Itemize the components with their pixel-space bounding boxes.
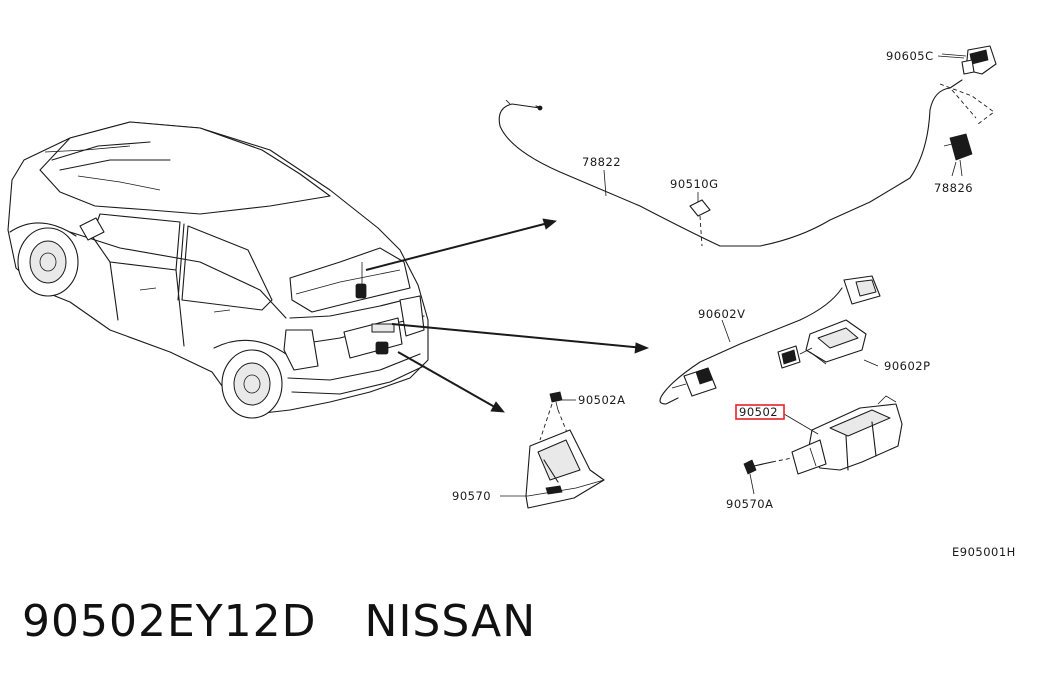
diagram-code: E905001H xyxy=(952,545,1016,559)
label-90602v[interactable]: 90602V xyxy=(698,307,745,321)
pointer-arrows xyxy=(365,218,650,413)
label-90605c[interactable]: 90605C xyxy=(886,49,934,63)
label-78822[interactable]: 78822 xyxy=(582,155,621,169)
label-90510g[interactable]: 90510G xyxy=(670,177,719,191)
harness-90602v xyxy=(659,275,881,405)
part-90570-handle xyxy=(525,391,605,509)
label-90502a[interactable]: 90502A xyxy=(578,393,625,407)
label-90570a[interactable]: 90570A xyxy=(726,497,773,511)
part-number: 90502EY12D xyxy=(22,596,317,647)
harness-78822 xyxy=(498,79,995,247)
label-90502[interactable]: 90502 xyxy=(739,405,778,419)
leader-lines xyxy=(500,55,965,497)
part-labels: 90605C 78822 90510G 78826 90602V 90602P … xyxy=(452,49,1016,559)
label-78826[interactable]: 78826 xyxy=(934,181,973,195)
label-90602p[interactable]: 90602P xyxy=(884,359,931,373)
label-90570[interactable]: 90570 xyxy=(452,489,491,503)
vehicle-illustration xyxy=(7,121,429,419)
part-90502-switch xyxy=(743,395,903,495)
highlight-box xyxy=(735,404,785,420)
brand-name: NISSAN xyxy=(364,596,537,647)
part-90605c xyxy=(941,45,997,75)
caption: 90502EY12D NISSAN xyxy=(22,596,536,647)
exploded-parts-diagram: 90605C 78822 90510G 78826 90602V 90602P … xyxy=(7,45,1016,559)
part-90602p xyxy=(777,319,879,369)
